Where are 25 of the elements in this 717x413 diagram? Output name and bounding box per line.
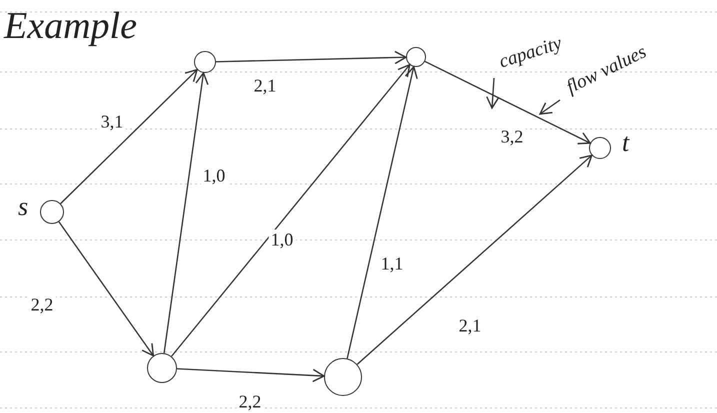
node-circle [40, 200, 64, 224]
edge-label: 3,2 [498, 126, 526, 148]
edge-label: 1,0 [268, 230, 296, 250]
node-circle [324, 358, 362, 396]
node-circle [589, 137, 611, 159]
arrow [60, 69, 198, 204]
annotation-text: capacity [496, 32, 565, 74]
arrow [163, 72, 209, 354]
edge-label: 2,2 [28, 294, 56, 316]
leader-arrow [539, 99, 560, 115]
arrow [216, 50, 407, 64]
node-circle [194, 51, 216, 73]
node-circle [147, 353, 177, 383]
arrow [58, 221, 154, 356]
leader-arrow [486, 78, 500, 109]
arrow [170, 64, 410, 357]
arrow [424, 60, 591, 144]
arrow [356, 154, 592, 365]
annotation-text: flow values [563, 41, 650, 99]
arrow [176, 368, 325, 382]
node-label: t [622, 128, 630, 158]
arrow [346, 66, 418, 359]
node-circle [406, 47, 426, 67]
title: Example [4, 4, 137, 48]
node-label: s [18, 192, 28, 222]
